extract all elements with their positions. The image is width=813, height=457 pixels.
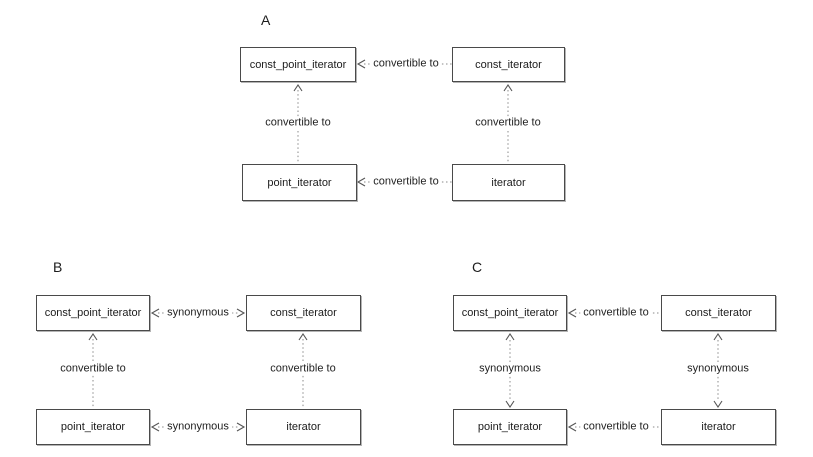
diagram-c-edge-left-label: synonymous [476, 362, 544, 376]
diagram-b-edge-right-label: convertible to [267, 362, 339, 376]
arrowhead-left-icon [356, 177, 366, 187]
arrowhead-up-icon [293, 84, 303, 92]
diagram-c-node-const-iterator: const_iterator [661, 295, 776, 331]
diagram-a-node-const-iterator: const_iterator [452, 47, 565, 82]
arrowhead-left-icon [356, 59, 366, 69]
arrowhead-left-icon [567, 308, 577, 318]
arrowhead-left-icon [567, 422, 577, 432]
diagram-a-edge-right-label: convertible to [472, 116, 544, 130]
diagram-c-edge-right-label: synonymous [684, 362, 752, 376]
diagram-c-node-const-point-iterator: const_point_iterator [453, 295, 567, 331]
arrowhead-down-icon [505, 400, 515, 408]
diagram-a-edge-top-label: convertible to [370, 57, 442, 71]
diagram-a-node-const-point-iterator: const_point_iterator [240, 47, 356, 82]
arrowhead-left-icon [150, 422, 160, 432]
diagram-b-edge-left-label: convertible to [57, 362, 129, 376]
diagram-a-edge-left-label: convertible to [262, 116, 334, 130]
arrowhead-right-icon [236, 308, 246, 318]
diagram-c-edges [505, 308, 723, 432]
diagram-b-node-point-iterator: point_iterator [36, 409, 150, 445]
diagram-b-node-iterator: iterator [246, 409, 361, 445]
diagram-a-node-point-iterator: point_iterator [242, 164, 357, 201]
diagram-b-edge-top-label: synonymous [164, 306, 232, 320]
arrowhead-left-icon [150, 308, 160, 318]
diagram-a-node-iterator: iterator [452, 164, 565, 201]
diagram-c-edge-bottom-label: convertible to [580, 420, 652, 434]
diagram-b-label: B [53, 259, 63, 275]
diagram-a-edge-bottom-label: convertible to [370, 175, 442, 189]
diagram-b-node-const-iterator: const_iterator [246, 295, 361, 331]
arrowhead-down-icon [713, 400, 723, 408]
arrowhead-up-icon [88, 333, 98, 341]
diagram-c-edge-top-label: convertible to [580, 306, 652, 320]
diagram-c-node-iterator: iterator [661, 409, 776, 445]
diagram-a-edges [293, 59, 513, 187]
diagram-b-node-const-point-iterator: const_point_iterator [36, 295, 150, 331]
diagram-a-label: A [261, 12, 271, 28]
diagram-c-node-point-iterator: point_iterator [453, 409, 567, 445]
diagram-c-label: C [472, 259, 483, 275]
arrowhead-up-icon [713, 333, 723, 341]
diagram-b-edge-bottom-label: synonymous [164, 420, 232, 434]
arrowhead-up-icon [505, 333, 515, 341]
arrowhead-up-icon [298, 333, 308, 341]
arrowhead-right-icon [236, 422, 246, 432]
arrowhead-up-icon [503, 84, 513, 92]
